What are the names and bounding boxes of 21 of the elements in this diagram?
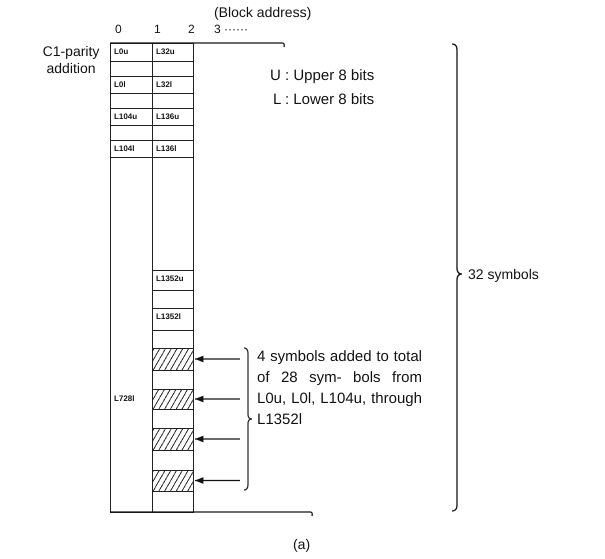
arrow [195, 356, 240, 362]
legend-text: L : Lower 8 bits [273, 91, 374, 108]
axis-title: (Block address) [214, 4, 312, 20]
arrow [195, 396, 240, 402]
axis-tick-label: 1 [154, 22, 161, 36]
hatched-cell [152, 428, 194, 451]
axis-tick-label: 3 ······ [214, 22, 248, 36]
arrow [195, 436, 240, 442]
figure-caption: (a) [293, 536, 310, 552]
hatched-cell [152, 348, 194, 371]
legend-text: U : Upper 8 bits [270, 67, 374, 84]
hatched-cell [152, 470, 194, 492]
brace-label: 32 symbols [468, 266, 539, 282]
hatched-cell [152, 389, 194, 410]
axis-tick-label: 2 [188, 22, 195, 36]
side-label: C1-parity addition [42, 43, 100, 77]
note-text: 4 symbols added to total of 28 sym- bols from L0u, L0l, L104u, through L1352l [257, 347, 422, 430]
memory-cell: L728l [110, 157, 153, 513]
axis-tick-label: 0 [115, 22, 122, 36]
arrow [195, 477, 240, 484]
memory-cell [152, 491, 194, 513]
